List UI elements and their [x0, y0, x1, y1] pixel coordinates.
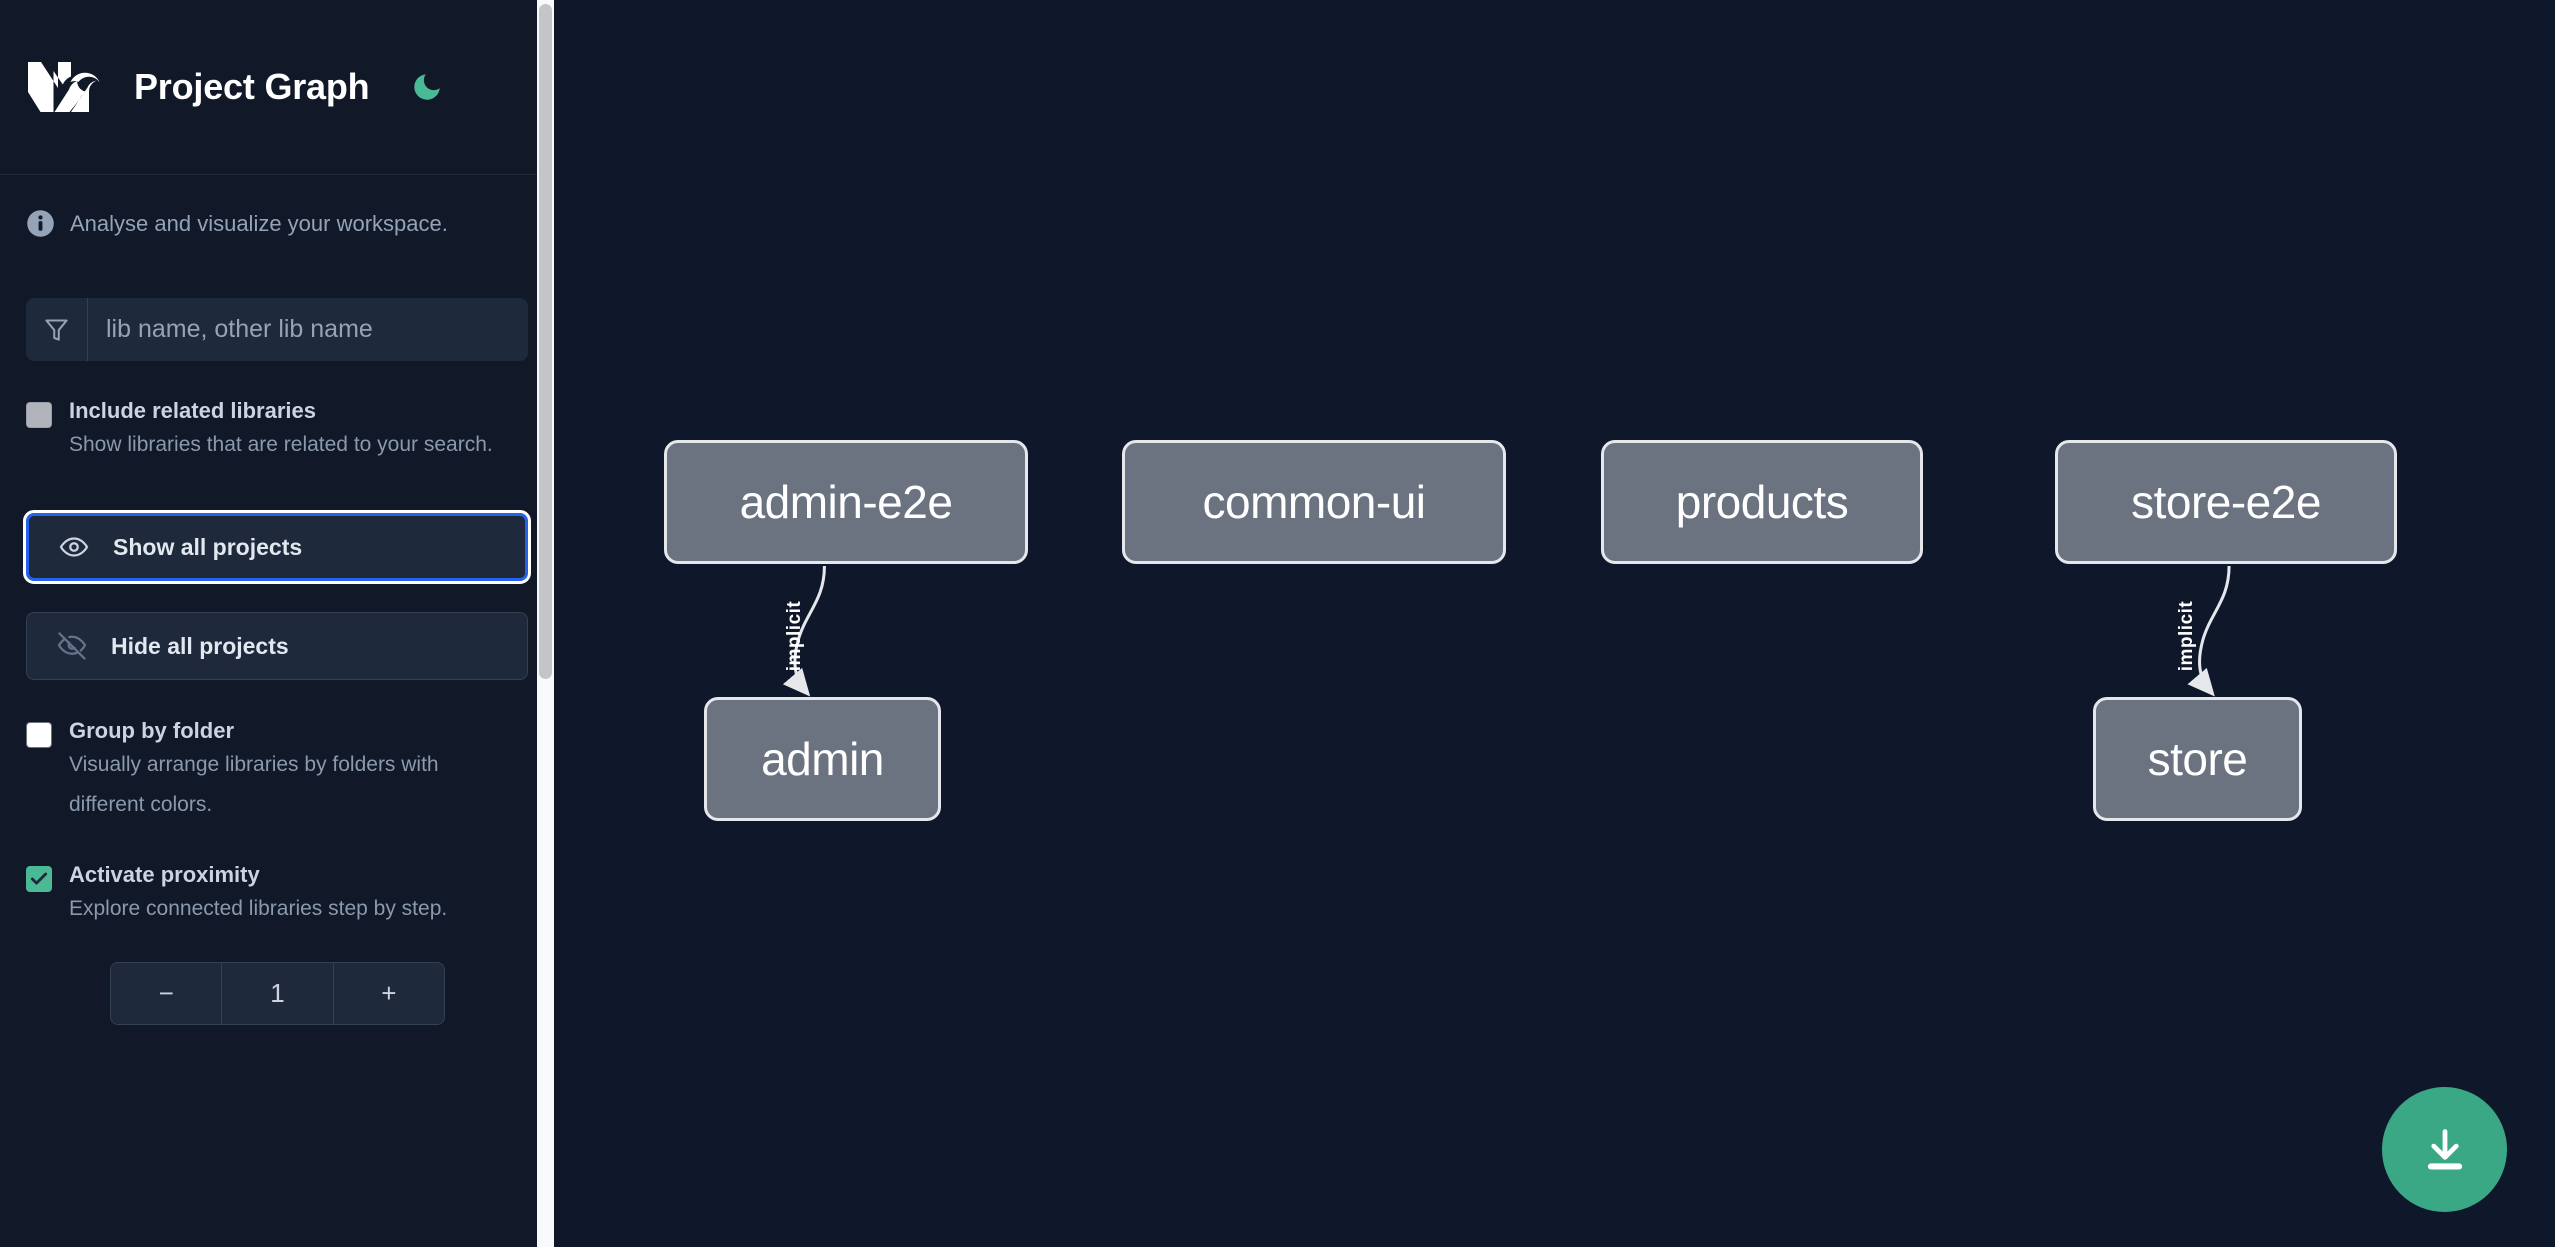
- sidebar: Project Graph Analyse and visualize your…: [0, 0, 554, 1247]
- sidebar-header: Project Graph: [0, 0, 554, 175]
- stepper-increment-button[interactable]: +: [333, 963, 444, 1024]
- eye-icon: [59, 537, 89, 557]
- option-description: Show libraries that are related to your …: [69, 433, 493, 456]
- eye-off-icon: [57, 632, 87, 660]
- option-title: Activate proximity: [69, 862, 260, 887]
- option-text: Include related libraries Show libraries…: [69, 397, 528, 465]
- search-input[interactable]: [88, 298, 528, 361]
- checkbox-activate-proximity[interactable]: [26, 866, 52, 892]
- edge-store-e2e-store: [2187, 565, 2231, 697]
- download-button[interactable]: [2382, 1087, 2507, 1212]
- checkbox-column: [26, 397, 52, 465]
- graph-node-store-e2e[interactable]: store-e2e: [2055, 440, 2397, 564]
- checkbox-column: [26, 861, 52, 929]
- graph-node-label: admin: [761, 733, 884, 785]
- sidebar-scrollbar-thumb[interactable]: [539, 4, 552, 679]
- proximity-stepper[interactable]: − 1 +: [110, 962, 445, 1025]
- check-icon: [30, 872, 48, 885]
- graph-node-admin-e2e[interactable]: admin-e2e: [664, 440, 1028, 564]
- graph-node-label: products: [1675, 476, 1849, 528]
- checkbox-include-related-libraries[interactable]: [26, 402, 52, 428]
- graph-node-label: admin-e2e: [739, 476, 953, 528]
- edge-label-store-e2e-store: implicit: [2176, 600, 2197, 672]
- nx-logo: [28, 62, 100, 112]
- graph-node-label: common-ui: [1202, 476, 1426, 528]
- option-activate-proximity[interactable]: Activate proximity Explore connected lib…: [0, 861, 554, 929]
- funnel-glyph: [45, 319, 68, 341]
- checkbox-column: [26, 717, 52, 825]
- stepper-value: 1: [221, 963, 334, 1024]
- page-title: Project Graph: [134, 66, 370, 107]
- graph-edges-layer: [782, 565, 2231, 697]
- download-icon: [2427, 1128, 2462, 1170]
- stepper-decrement-button[interactable]: −: [111, 963, 222, 1024]
- filter-input-wrapper[interactable]: [26, 298, 528, 361]
- hide-all-projects-label: Hide all projects: [111, 632, 289, 659]
- edge-admin-e2e-admin: [782, 565, 826, 697]
- edge-label-admin-e2e-admin: implicit: [784, 600, 805, 672]
- graph-node-store[interactable]: store: [2093, 697, 2302, 821]
- option-group-by-folder[interactable]: Group by folder Visually arrange librari…: [0, 717, 554, 825]
- graph-node-products[interactable]: products: [1601, 440, 1923, 564]
- show-all-projects-label: Show all projects: [113, 533, 303, 560]
- checkbox-group-by-folder[interactable]: [26, 722, 52, 748]
- tagline-text: Analyse and visualize your workspace.: [70, 210, 448, 236]
- option-include-related-libraries[interactable]: Include related libraries Show libraries…: [0, 397, 554, 465]
- option-title: Include related libraries: [69, 398, 316, 423]
- funnel-icon: [26, 298, 88, 361]
- tagline: Analyse and visualize your workspace.: [0, 175, 554, 238]
- hide-all-projects-button[interactable]: Hide all projects: [26, 612, 528, 680]
- option-title: Group by folder: [69, 718, 234, 743]
- option-description: Visually arrange libraries by folders wi…: [69, 753, 439, 816]
- graph-node-label: store-e2e: [2131, 476, 2321, 528]
- info-icon: [27, 210, 54, 237]
- sidebar-content: Project Graph Analyse and visualize your…: [0, 0, 554, 1247]
- option-text: Group by folder Visually arrange librari…: [69, 717, 528, 825]
- option-text: Activate proximity Explore connected lib…: [69, 861, 528, 929]
- graph-node-admin[interactable]: admin: [704, 697, 941, 821]
- graph-canvas[interactable]: admin-e2e common-ui products store-e2e a…: [554, 0, 2555, 1247]
- option-description: Explore connected libraries step by step…: [69, 897, 448, 920]
- moon-glyph: [414, 74, 441, 100]
- moon-icon[interactable]: [405, 65, 449, 109]
- graph-node-common-ui[interactable]: common-ui: [1122, 440, 1506, 564]
- sidebar-scrollbar[interactable]: [537, 0, 554, 1247]
- graph-node-label: store: [2147, 733, 2248, 785]
- show-all-projects-button[interactable]: Show all projects: [23, 510, 531, 584]
